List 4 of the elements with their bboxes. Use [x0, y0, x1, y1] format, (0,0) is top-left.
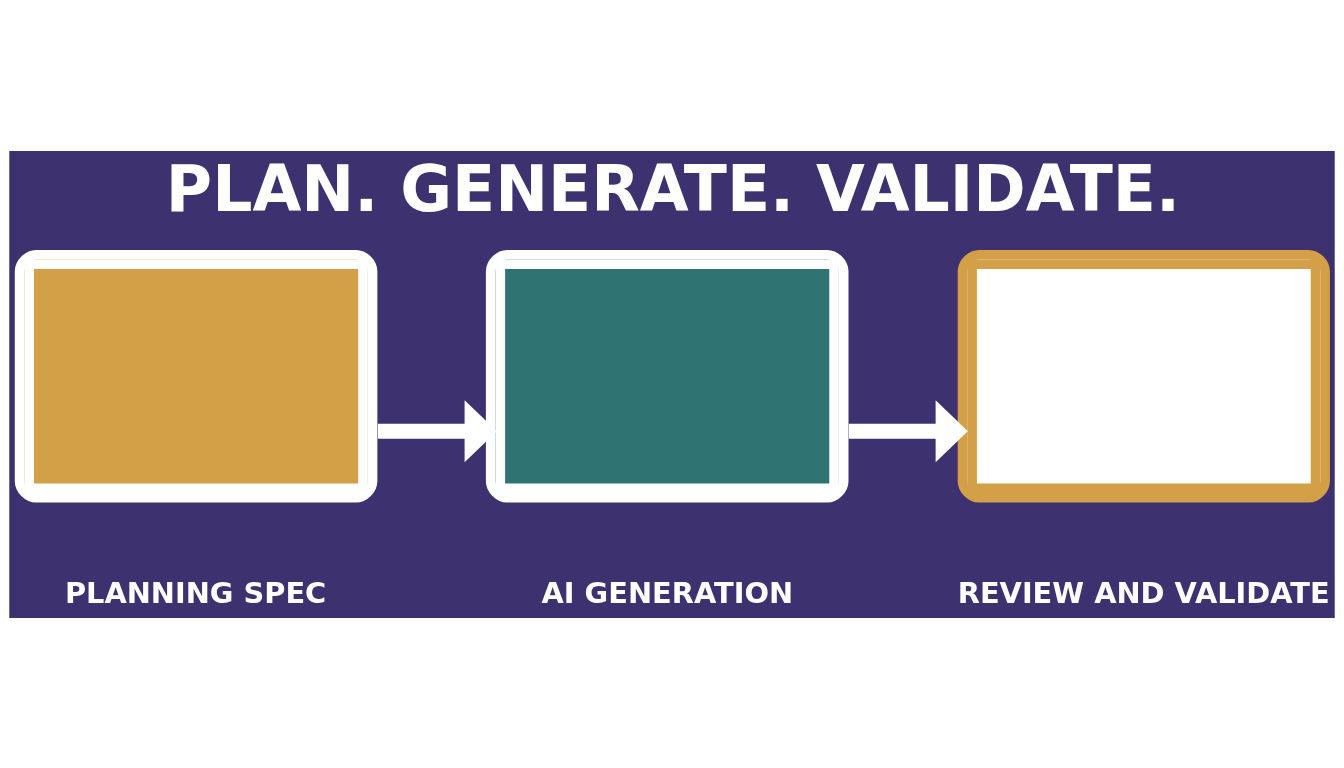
node-label: AI GENERATION [541, 575, 794, 610]
diagram-title: PLAN. GENERATE. VALIDATE. [165, 151, 1180, 226]
node-label: PLANNING SPEC [64, 575, 327, 610]
node-label: REVIEW AND VALIDATE [957, 575, 1330, 610]
